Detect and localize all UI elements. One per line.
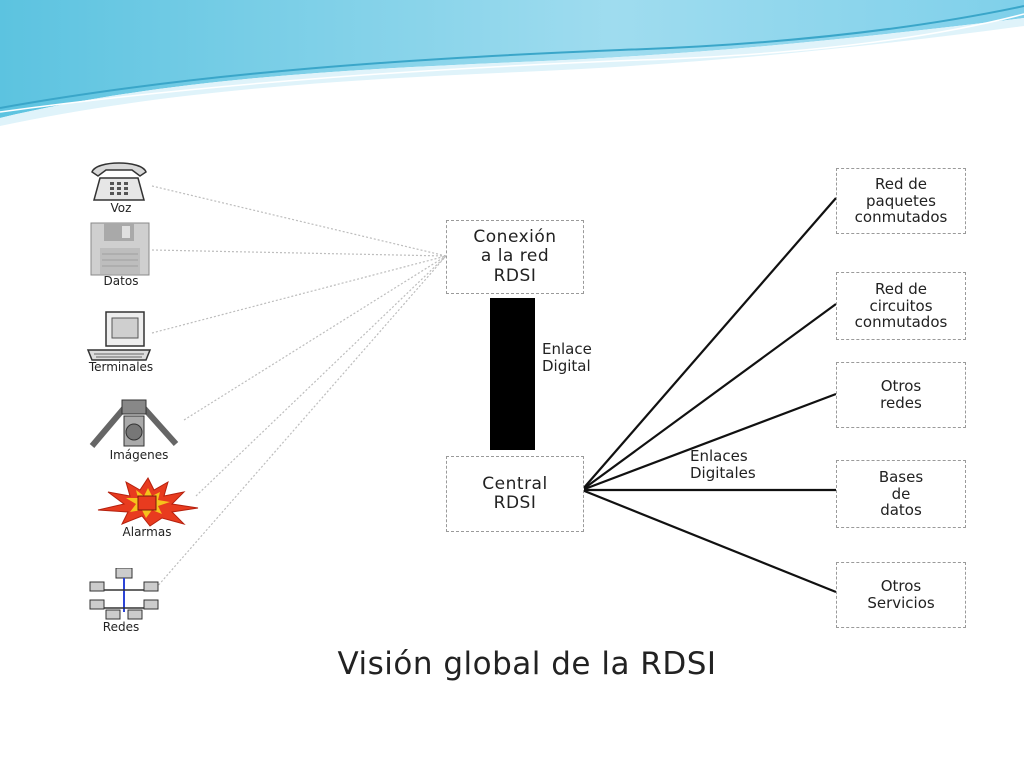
link-other-networks xyxy=(581,392,837,492)
service-label: Otros redes xyxy=(880,377,922,412)
device-label-imagenes: Imágenes xyxy=(109,448,169,462)
diagram-title: Visión global de la RDSI xyxy=(337,646,717,682)
device-label-terminales: Terminales xyxy=(88,360,154,374)
computer-terminal-icon xyxy=(86,311,152,361)
service-label: Red de circuitos conmutados xyxy=(854,279,948,332)
connector-imagenes xyxy=(183,255,447,421)
header-wave-decoration xyxy=(0,0,1024,126)
service-label: Red de paquetes conmutados xyxy=(854,174,948,227)
rdsi-connection-label: Conexión a la red RDSI xyxy=(473,227,557,286)
link-packet-network xyxy=(581,197,837,491)
connector-redes xyxy=(155,255,447,589)
service-label: Otros Servicios xyxy=(867,577,935,612)
device-label-alarmas: Alarmas xyxy=(122,525,172,539)
device-label-datos: Datos xyxy=(103,274,139,288)
connector-alarmas xyxy=(195,255,447,497)
rdsi-central-box: Central RDSI xyxy=(446,456,584,532)
network-icon xyxy=(89,568,159,620)
service-circuit-network: Red de circuitos conmutados xyxy=(836,272,966,340)
service-label: Bases de datos xyxy=(878,467,924,520)
digital-link-label: Enlace Digital xyxy=(542,340,592,375)
connector-voz xyxy=(151,185,447,257)
connector-lines xyxy=(151,185,837,594)
service-databases: Bases de datos xyxy=(836,460,966,528)
link-other-services xyxy=(581,488,837,594)
device-label-voz: Voz xyxy=(110,201,132,215)
service-other-services: Otros Servicios xyxy=(836,562,966,628)
telephone-icon xyxy=(91,162,147,201)
diagram-panel: Voz Datos Terminales Imágenes Alarmas xyxy=(84,158,970,682)
digital-link-bar xyxy=(490,298,535,450)
link-circuit-network xyxy=(581,303,837,491)
camera-icon xyxy=(89,399,179,448)
floppy-disk-icon xyxy=(90,222,150,276)
connector-terminales xyxy=(151,255,447,334)
service-other-networks: Otros redes xyxy=(836,362,966,428)
alarm-burst-icon xyxy=(97,477,199,527)
device-label-redes: Redes xyxy=(102,620,140,634)
rdsi-central-label: Central RDSI xyxy=(482,473,548,513)
rdsi-connection-box: Conexión a la red RDSI xyxy=(446,220,584,294)
service-packet-network: Red de paquetes conmutados xyxy=(836,168,966,234)
connector-datos xyxy=(151,249,447,257)
digital-links-label: Enlaces Digitales xyxy=(690,447,756,482)
